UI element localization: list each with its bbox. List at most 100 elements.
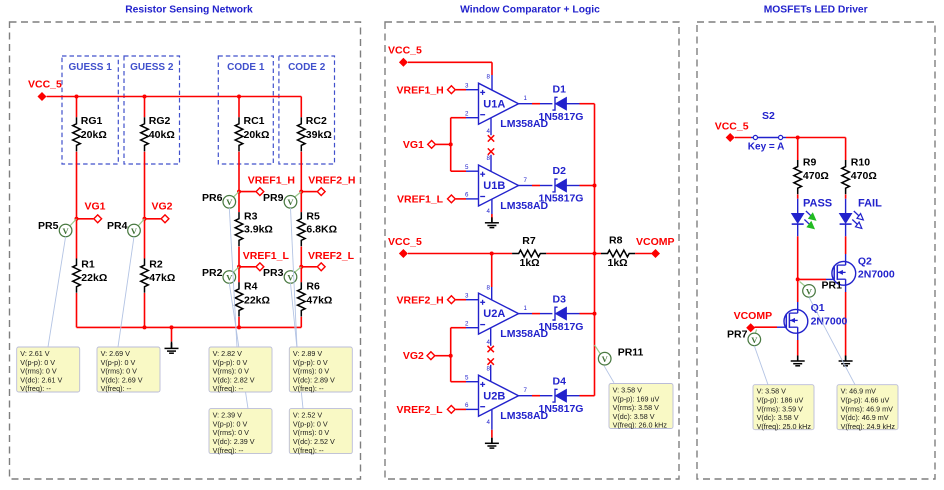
svg-text:4: 4 [487, 208, 491, 215]
svg-text:V: 2.52 V: V: 2.52 V [293, 411, 323, 420]
svg-text:VREF1_L: VREF1_L [397, 193, 444, 205]
svg-text:V: 46.9 mV: V: 46.9 mV [841, 387, 876, 396]
svg-text:V: V [226, 197, 233, 207]
svg-text:LM358AD: LM358AD [500, 410, 548, 422]
svg-text:V(rms): 0 V: V(rms): 0 V [213, 367, 250, 376]
svg-text:VCC_5: VCC_5 [715, 120, 749, 132]
svg-text:R5: R5 [306, 210, 320, 222]
svg-text:VREF2_L: VREF2_L [397, 404, 444, 416]
svg-text:V: 2.82 V: V: 2.82 V [213, 349, 243, 358]
svg-text:U1B: U1B [483, 180, 505, 192]
svg-text:V(dc): 2.89 V: V(dc): 2.89 V [293, 375, 335, 384]
svg-text:V: V [602, 354, 609, 364]
svg-text:V(rms): 3.59 V: V(rms): 3.59 V [757, 404, 804, 413]
svg-text:6: 6 [465, 192, 469, 199]
svg-text:VCOMP: VCOMP [636, 236, 675, 248]
svg-text:Q1: Q1 [811, 302, 825, 314]
svg-text:V: 3.58 V: V: 3.58 V [613, 386, 643, 395]
svg-text:PR1: PR1 [822, 280, 843, 292]
svg-text:PR6: PR6 [202, 192, 223, 204]
svg-text:PR2: PR2 [202, 267, 223, 279]
svg-text:VCOMP: VCOMP [734, 310, 773, 322]
svg-text:V(dc): 46.9 mV: V(dc): 46.9 mV [841, 413, 889, 422]
svg-text:V(p-p): 0 V: V(p-p): 0 V [213, 358, 248, 367]
svg-text:V(freq): 24.9 kHz: V(freq): 24.9 kHz [841, 422, 896, 431]
svg-text:VREF2_H: VREF2_H [308, 174, 355, 186]
svg-text:LM358AD: LM358AD [500, 118, 548, 130]
svg-text:R9: R9 [803, 156, 817, 168]
svg-text:VCC_5: VCC_5 [388, 236, 422, 248]
svg-text:V(p-p): 186 uV: V(p-p): 186 uV [757, 396, 804, 405]
svg-text:GUESS 1: GUESS 1 [68, 62, 112, 73]
svg-text:V(p-p): 4.66 uV: V(p-p): 4.66 uV [841, 396, 890, 405]
svg-text:47kΩ: 47kΩ [306, 294, 332, 306]
svg-text:PR7: PR7 [727, 329, 748, 341]
svg-text:D4: D4 [553, 375, 567, 387]
svg-text:V(dc): 3.58 V: V(dc): 3.58 V [757, 413, 799, 422]
svg-text:8: 8 [487, 366, 491, 373]
svg-text:VREF1_H: VREF1_H [248, 174, 295, 186]
svg-text:V(p-p): 0 V: V(p-p): 0 V [293, 358, 328, 367]
svg-text:V: V [226, 272, 233, 282]
svg-text:3: 3 [465, 82, 469, 89]
svg-text:V(freq): --: V(freq): -- [20, 384, 51, 393]
svg-text:R2: R2 [149, 259, 163, 271]
svg-text:470Ω: 470Ω [803, 170, 829, 182]
svg-text:D2: D2 [553, 165, 567, 177]
svg-text:1: 1 [524, 305, 528, 312]
svg-text:VG1: VG1 [85, 201, 106, 213]
svg-text:V(rms): 0 V: V(rms): 0 V [101, 367, 138, 376]
svg-text:V(freq): 25.0 kHz: V(freq): 25.0 kHz [757, 422, 812, 431]
svg-text:R10: R10 [851, 156, 870, 168]
svg-text:47kΩ: 47kΩ [149, 272, 175, 284]
svg-text:8: 8 [487, 155, 491, 162]
svg-text:U1A: U1A [483, 98, 505, 110]
svg-text:PR4: PR4 [107, 220, 128, 232]
svg-text:8: 8 [487, 285, 491, 292]
svg-text:VCC_5: VCC_5 [388, 44, 422, 56]
svg-text:40kΩ: 40kΩ [149, 129, 175, 141]
svg-text:4: 4 [487, 128, 491, 135]
svg-text:22kΩ: 22kΩ [244, 294, 270, 306]
svg-text:VREF2_H: VREF2_H [397, 294, 444, 306]
svg-text:PASS: PASS [803, 198, 832, 210]
svg-text:U2A: U2A [483, 308, 505, 320]
svg-text:RC1: RC1 [244, 115, 265, 127]
svg-text:V(rms): 0 V: V(rms): 0 V [293, 428, 330, 437]
svg-text:V(p-p): 0 V: V(p-p): 0 V [20, 358, 55, 367]
svg-text:R6: R6 [306, 281, 320, 293]
svg-text:D1: D1 [553, 83, 567, 95]
svg-text:S2: S2 [762, 110, 775, 122]
svg-text:VCC_5: VCC_5 [28, 79, 62, 91]
svg-text:4: 4 [487, 339, 491, 346]
svg-text:V(freq): --: V(freq): -- [213, 384, 244, 393]
svg-text:5: 5 [465, 374, 469, 381]
svg-text:20kΩ: 20kΩ [244, 129, 270, 141]
svg-text:PR9: PR9 [263, 192, 284, 204]
svg-text:CODE 1: CODE 1 [227, 62, 265, 73]
svg-text:V(dc): 2.61 V: V(dc): 2.61 V [20, 375, 62, 384]
svg-text:V(dc): 3.58 V: V(dc): 3.58 V [613, 412, 655, 421]
svg-text:V(rms): 3.58 V: V(rms): 3.58 V [613, 403, 660, 412]
svg-text:GUESS 2: GUESS 2 [130, 62, 174, 73]
svg-text:7: 7 [524, 177, 528, 184]
svg-text:CODE 2: CODE 2 [288, 62, 326, 73]
svg-text:RG1: RG1 [81, 115, 103, 127]
svg-text:V(freq): --: V(freq): -- [101, 384, 132, 393]
svg-text:LM358AD: LM358AD [500, 328, 548, 340]
svg-text:V(rms): 0 V: V(rms): 0 V [20, 367, 57, 376]
svg-text:V: 2.39 V: V: 2.39 V [213, 411, 243, 420]
svg-text:PR5: PR5 [38, 220, 59, 232]
svg-text:V(rms): 46.9 mV: V(rms): 46.9 mV [841, 404, 894, 413]
svg-text:R8: R8 [609, 235, 623, 247]
svg-text:V(freq): --: V(freq): -- [293, 446, 324, 455]
svg-text:D3: D3 [553, 293, 567, 305]
svg-text:V: V [287, 272, 294, 282]
svg-text:Window Comparator + Logic: Window Comparator + Logic [460, 5, 600, 16]
svg-text:7: 7 [524, 387, 528, 394]
svg-text:8: 8 [487, 74, 491, 81]
svg-text:U2B: U2B [483, 390, 505, 402]
svg-text:V(p-p): 0 V: V(p-p): 0 V [101, 358, 136, 367]
svg-text:VG2: VG2 [152, 201, 173, 213]
svg-text:2N7000: 2N7000 [858, 269, 895, 281]
